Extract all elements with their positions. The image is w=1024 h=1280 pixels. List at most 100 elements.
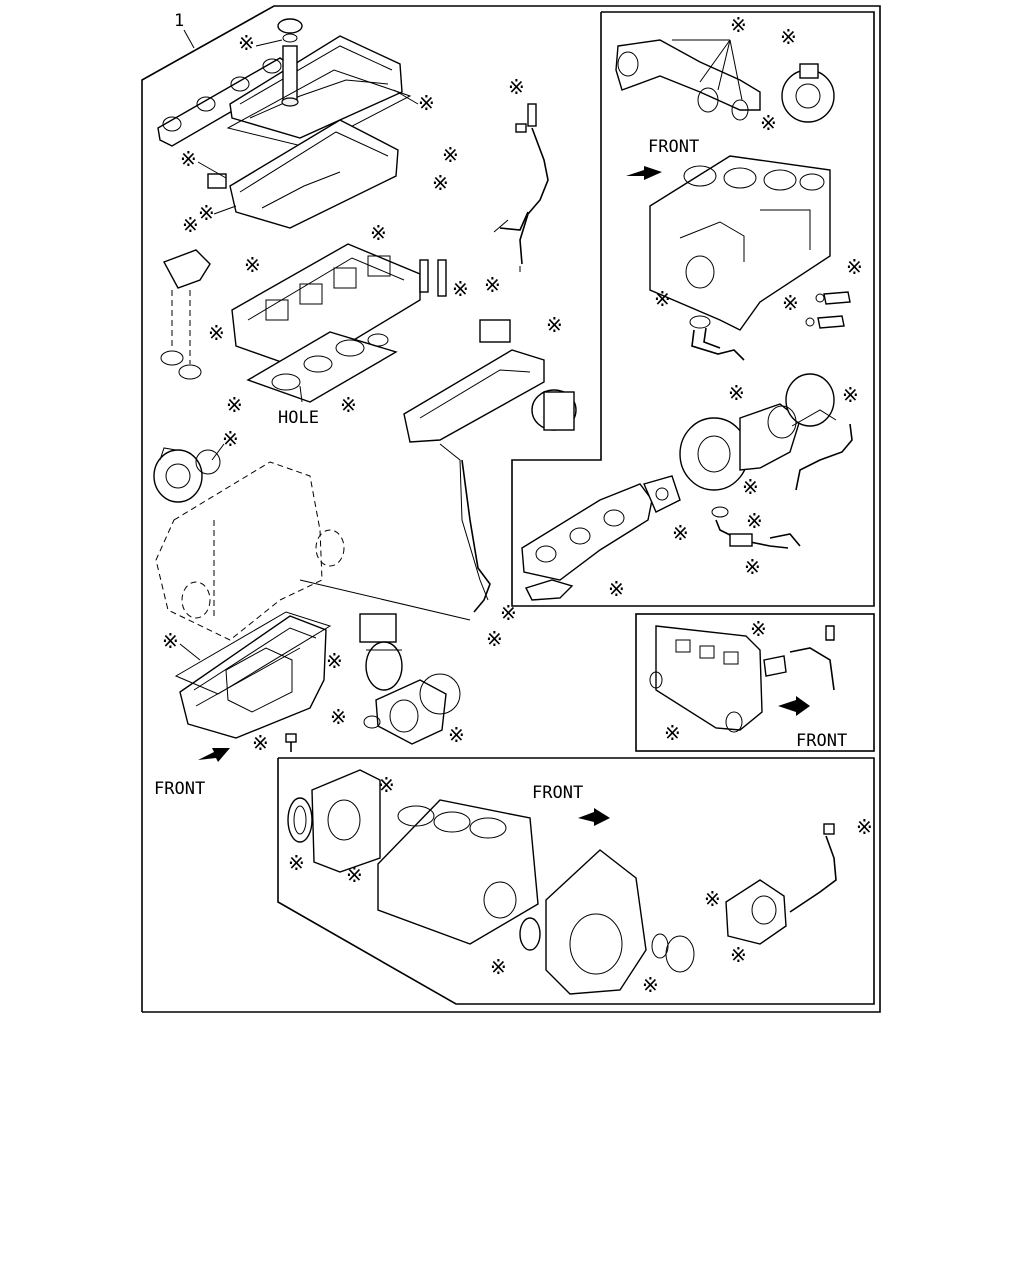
gasket-marker-group: ※ ※ ※ ※ ※ ※ ※ ※ ※ ※ ※ ※ ※ ※ ※ ※ ※ ※ ※ ※ … bbox=[162, 13, 873, 997]
inset-frame-middle-right bbox=[635, 613, 875, 752]
hole-leader bbox=[299, 385, 303, 403]
turbo-outlet bbox=[767, 373, 837, 439]
turbo-water-pipe bbox=[711, 506, 801, 549]
gasket-marker-14: ※ bbox=[546, 313, 563, 337]
hole-label: HOLE bbox=[278, 408, 319, 428]
oil-pan bbox=[179, 615, 327, 739]
gasket-marker-18: ※ bbox=[500, 601, 517, 625]
gasket-marker-10: ※ bbox=[244, 253, 261, 277]
gasket-marker-27: ※ bbox=[760, 111, 777, 135]
gasket-marker-1: ※ bbox=[238, 31, 255, 55]
diagram-frame bbox=[141, 5, 881, 1013]
gasket-marker-36: ※ bbox=[744, 555, 761, 579]
rear-oil-seal bbox=[519, 917, 541, 951]
gasket-marker-19: ※ bbox=[486, 627, 503, 651]
gasket-marker-30: ※ bbox=[782, 291, 799, 315]
gasket-marker-11: ※ bbox=[452, 277, 469, 301]
front-arrow-left bbox=[198, 748, 230, 762]
egr-gaskets bbox=[672, 39, 743, 101]
oil-pan-bolt bbox=[285, 733, 297, 752]
cylinder-block-right bbox=[649, 155, 831, 331]
gasket-marker-34: ※ bbox=[672, 521, 689, 545]
callout-number: 1 bbox=[174, 11, 184, 31]
flywheel-housing bbox=[545, 849, 647, 995]
gasket-marker-21: ※ bbox=[326, 649, 343, 673]
gasket-marker-12: ※ bbox=[484, 273, 501, 297]
inset-gasket-rings bbox=[649, 655, 787, 733]
gasket-marker-33: ※ bbox=[742, 475, 759, 499]
gasket-marker-17: ※ bbox=[222, 427, 239, 451]
egr-valve bbox=[781, 63, 835, 123]
gasket-marker-39: ※ bbox=[664, 721, 681, 745]
manifold-gasket-right bbox=[525, 579, 574, 601]
inset-pipe-bolt bbox=[789, 625, 835, 691]
timing-case bbox=[311, 769, 381, 873]
egr-pipe bbox=[615, 39, 761, 121]
gasket-marker-35: ※ bbox=[746, 509, 763, 533]
gasket-marker-24: ※ bbox=[252, 731, 269, 755]
head-gasket bbox=[246, 331, 398, 403]
gasket-marker-38: ※ bbox=[750, 617, 767, 641]
gasket-marker-26: ※ bbox=[780, 25, 797, 49]
inlet-cover bbox=[207, 119, 399, 229]
front-label-left: FRONT bbox=[154, 779, 205, 799]
gasket-marker-29: ※ bbox=[654, 287, 671, 311]
block-bolts bbox=[805, 291, 851, 329]
oil-return-pipe bbox=[689, 315, 745, 361]
gasket-marker-15: ※ bbox=[226, 393, 243, 417]
cylinder-head bbox=[163, 243, 447, 371]
water-pump bbox=[153, 447, 221, 503]
gasket-marker-25: ※ bbox=[730, 13, 747, 37]
gasket-marker-41: ※ bbox=[288, 851, 305, 875]
gasket-marker-32: ※ bbox=[842, 383, 859, 407]
gasket-marker-44: ※ bbox=[704, 887, 721, 911]
gasket-marker-23: ※ bbox=[448, 723, 465, 747]
gasket-marker-40: ※ bbox=[378, 773, 395, 797]
cylinder-block-bottom bbox=[377, 799, 539, 945]
inset-frame-top-right bbox=[511, 11, 875, 607]
exhaust-manifold-inset bbox=[655, 625, 763, 731]
front-label-middle: FRONT bbox=[796, 731, 847, 751]
gasket-marker-47: ※ bbox=[730, 943, 747, 967]
front-label-top-right: FRONT bbox=[648, 137, 699, 157]
inset-frame-bottom bbox=[277, 757, 875, 1005]
front-arrow-bottom bbox=[578, 808, 610, 826]
gasket-marker-5: ※ bbox=[198, 201, 215, 225]
turbocharger bbox=[679, 403, 801, 491]
cylinder-head-cover bbox=[229, 18, 403, 139]
front-label-bottom: FRONT bbox=[532, 783, 583, 803]
callout-1: 1 bbox=[174, 11, 195, 49]
turbo-gasket bbox=[643, 475, 681, 513]
cylinder-block-outline bbox=[155, 461, 471, 641]
gasket-marker-6: ※ bbox=[442, 143, 459, 167]
rear-cover-ring bbox=[651, 933, 695, 973]
gasket-marker-3: ※ bbox=[508, 75, 525, 99]
gasket-marker-22: ※ bbox=[330, 705, 347, 729]
front-arrow-middle bbox=[778, 696, 810, 716]
gasket-marker-2: ※ bbox=[418, 91, 435, 115]
o-rings-left bbox=[160, 290, 202, 380]
gasket-marker-37: ※ bbox=[608, 577, 625, 601]
oil-filter bbox=[359, 613, 403, 691]
dipstick-tube bbox=[461, 459, 491, 613]
head-cover-gasket bbox=[226, 69, 412, 149]
gasket-marker-20: ※ bbox=[162, 629, 179, 653]
oil-pan-gasket bbox=[174, 611, 332, 695]
intake-manifold bbox=[403, 319, 577, 601]
front-oil-seal bbox=[287, 797, 313, 843]
gasket-marker-31: ※ bbox=[728, 381, 745, 405]
oil-cooler-housing bbox=[363, 673, 461, 745]
gasket-marker-46: ※ bbox=[642, 973, 659, 997]
turbo-oil-pipe bbox=[795, 423, 853, 491]
gasket-marker-4: ※ bbox=[180, 147, 197, 171]
front-arrow-top-right bbox=[626, 166, 662, 180]
gasket-marker-7: ※ bbox=[432, 171, 449, 195]
gasket-marker-45: ※ bbox=[490, 955, 507, 979]
gasket-marker-13: ※ bbox=[208, 321, 225, 345]
gasket-marker-16: ※ bbox=[340, 393, 357, 417]
gasket-marker-42: ※ bbox=[346, 863, 363, 887]
gasket-marker-9: ※ bbox=[370, 221, 387, 245]
gasket-marker-28: ※ bbox=[846, 255, 863, 279]
gasket-marker-8: ※ bbox=[182, 213, 199, 237]
